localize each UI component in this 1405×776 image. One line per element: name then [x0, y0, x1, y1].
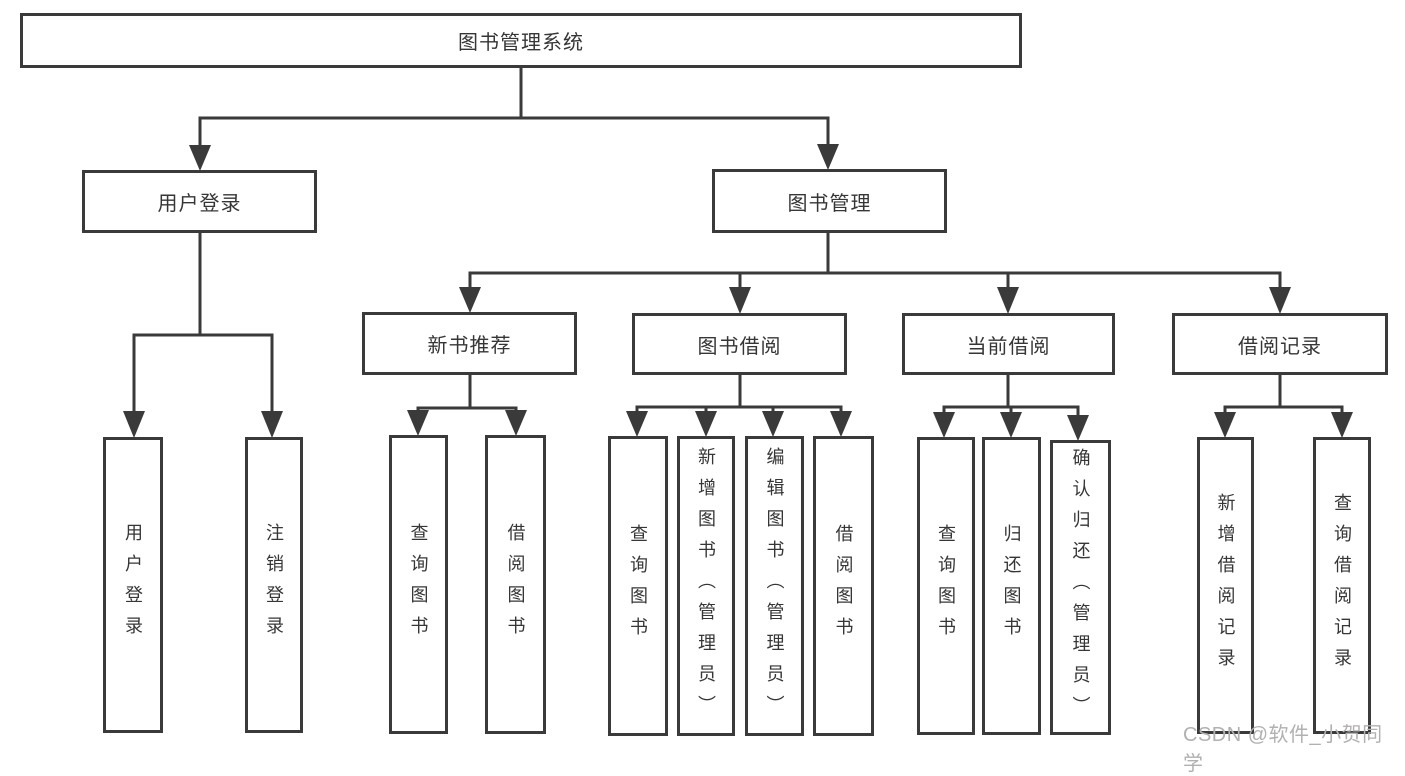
leaf-user-login: 用户登录	[103, 437, 163, 733]
leaf-edit-book-admin: 编辑图书（管理员）	[745, 436, 804, 736]
leaf-logout: 注销登录	[245, 437, 303, 733]
watermark-text: CSDN @软件_小贺同学	[1183, 724, 1383, 775]
node-user-login: 用户登录	[82, 170, 317, 233]
node-root: 图书管理系统	[20, 13, 1022, 68]
leaf-query-books-recommend: 查询图书	[389, 435, 448, 734]
node-borrow-records: 借阅记录	[1172, 313, 1388, 375]
connector-current-borrow-to-leaves	[942, 373, 1080, 418]
org-chart-canvas: 图书管理系统 用户登录 图书管理 新书推荐 图书借阅 当前借阅 借阅记录 用户登…	[20, 13, 1388, 775]
node-new-book-recommend-label: 新书推荐	[427, 335, 512, 357]
node-user-login-label: 用户登录	[157, 193, 242, 215]
leaf-query-borrow-record: 查询借阅记录	[1313, 437, 1371, 734]
leaf-query-books-current: 查询图书	[917, 437, 975, 735]
node-borrow-records-label: 借阅记录	[1238, 335, 1322, 358]
leaf-query-books-borrow: 查询图书	[608, 436, 668, 736]
node-book-management: 图书管理	[712, 169, 947, 233]
leaf-add-borrow-record: 新增借阅记录	[1197, 437, 1254, 734]
node-book-management-label: 图书管理	[787, 192, 872, 215]
connector-user-login-to-leaves	[132, 231, 274, 414]
leaf-confirm-return-admin: 确认归还（管理员）	[1050, 440, 1111, 735]
node-current-borrow-label: 当前借阅	[966, 335, 1051, 358]
node-book-borrow: 图书借阅	[632, 313, 847, 375]
leaf-borrow-books-recommend: 借阅图书	[485, 435, 546, 734]
connector-borrow-records-to-leaves	[1223, 373, 1344, 416]
connector-new-book-to-leaves	[416, 373, 518, 415]
node-new-book-recommend: 新书推荐	[362, 312, 577, 375]
leaf-return-books: 归还图书	[982, 437, 1041, 735]
connector-book-borrow-to-leaves	[635, 373, 843, 415]
connector-book-management-to-level3	[468, 231, 1282, 291]
node-current-borrow: 当前借阅	[902, 313, 1115, 375]
node-book-borrow-label: 图书借阅	[697, 335, 782, 358]
leaf-borrow-books: 借阅图书	[813, 436, 874, 736]
leaf-add-book-admin: 新增图书（管理员）	[677, 436, 735, 736]
node-root-label: 图书管理系统	[458, 32, 584, 54]
connector-root-to-level2	[198, 66, 830, 148]
